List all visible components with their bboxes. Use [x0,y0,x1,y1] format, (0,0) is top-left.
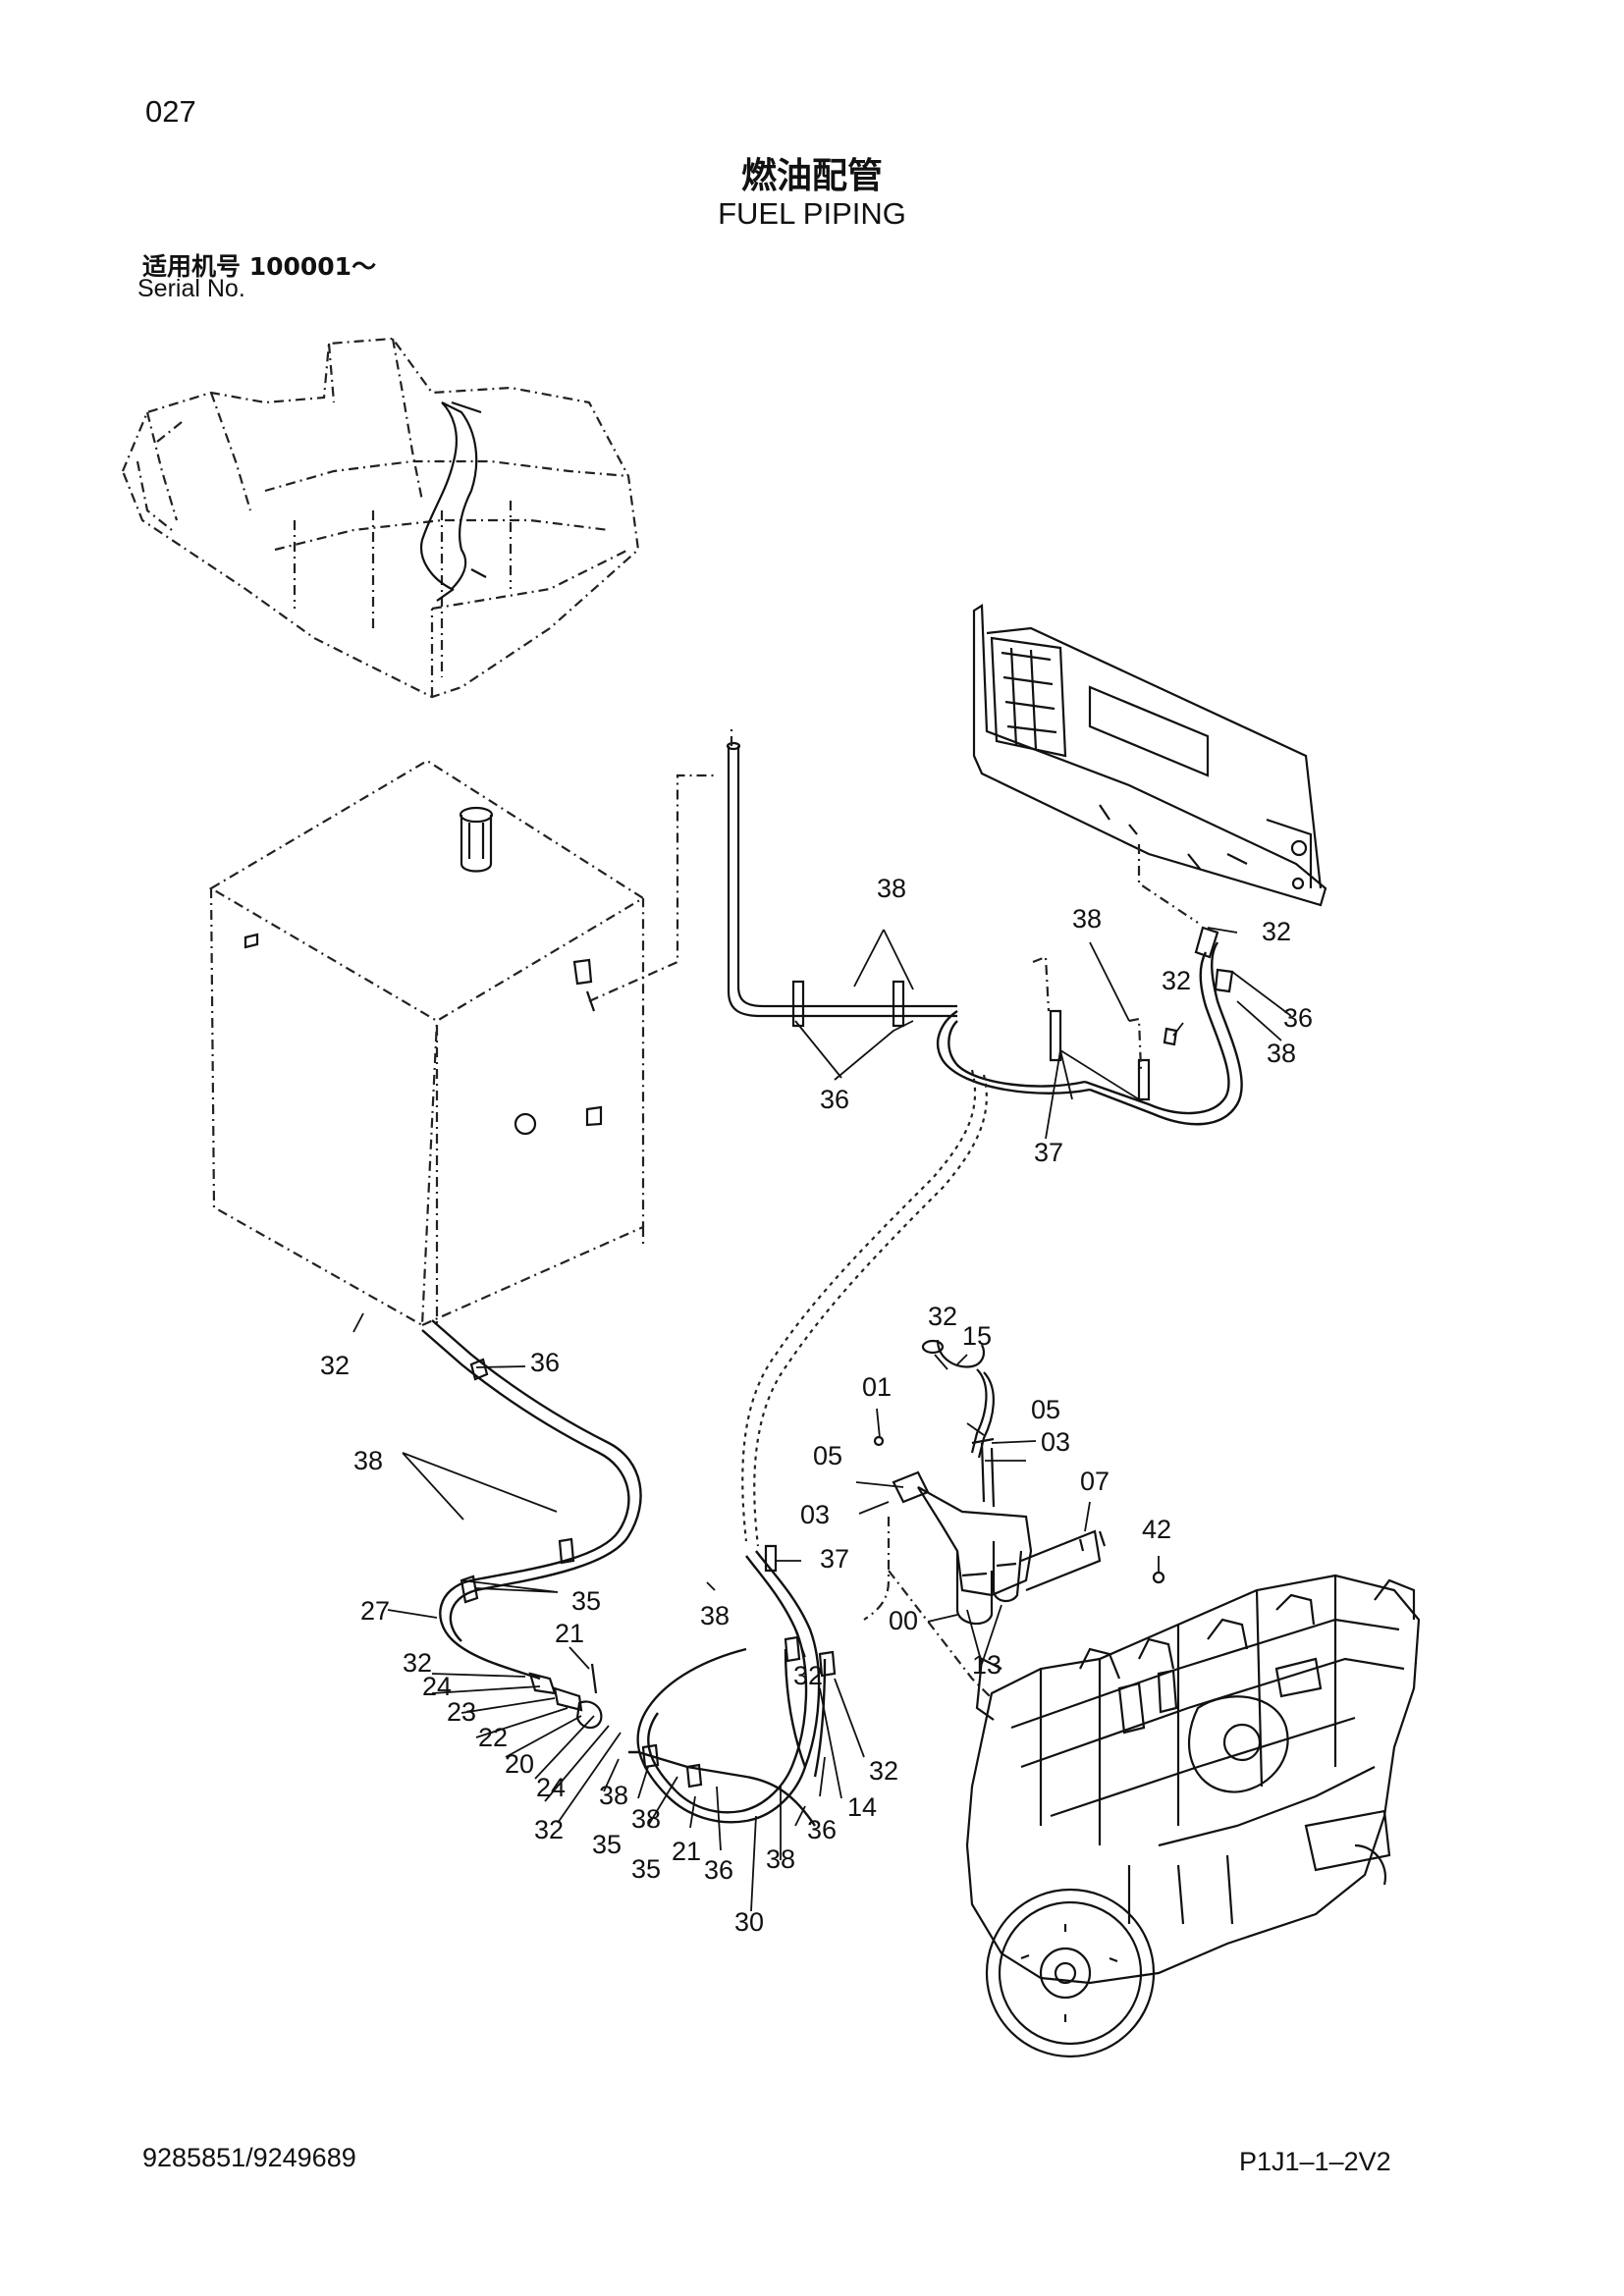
excavator-overview-illustration [121,337,640,699]
callout-32: 32 [1162,966,1191,995]
callout-01: 01 [862,1372,892,1402]
callout-38: 38 [599,1781,628,1810]
lower-center-fuel-lines [628,1517,993,1827]
fuel-tank-illustration [208,759,717,1327]
callout-38: 38 [700,1601,730,1630]
callout-14: 14 [847,1792,877,1822]
callout-15: 15 [962,1321,992,1351]
callout-32: 32 [320,1351,350,1380]
callout-36: 36 [1283,1003,1313,1033]
callout-35: 35 [592,1830,622,1859]
callout-21: 21 [672,1837,701,1866]
callout-38: 38 [1072,904,1102,934]
callout-35: 35 [631,1854,661,1884]
callout-00: 00 [889,1606,918,1635]
callout-24: 24 [422,1672,452,1701]
page-title-chinese: 燃油配管 [740,156,883,196]
callout-42: 42 [1142,1515,1171,1544]
callout-38: 38 [766,1844,795,1874]
callout-38: 38 [353,1446,383,1475]
callout-38: 38 [877,874,906,903]
callout-13: 13 [972,1650,1001,1680]
callout-38: 38 [631,1804,661,1834]
callout-30: 30 [734,1907,764,1937]
fuel-filter-assembly-illustration [873,1339,1165,1626]
callout-37: 37 [820,1544,849,1574]
callout-22: 22 [478,1723,508,1752]
callout-03: 03 [1041,1427,1070,1457]
callout-37: 37 [1034,1138,1063,1167]
callout-20: 20 [505,1749,534,1779]
long-dotted-fuel-line [741,1069,988,1547]
callout-36: 36 [807,1815,837,1844]
callout-labels: 32 36 38 35 27 32 24 23 22 20 24 32 21 3… [320,874,1313,1937]
callout-32: 32 [403,1648,432,1678]
callout-05: 05 [813,1441,842,1470]
lower-left-fuel-lines [421,1319,642,1730]
engine-illustration [965,1574,1421,2058]
callout-35: 35 [571,1586,601,1616]
page-code: P1J1–1–2V2 [1239,2147,1391,2176]
page-title-english: FUEL PIPING [718,196,906,231]
serial-range-chinese: 适用机号 100001～ [142,252,377,281]
document-code: 9285851/9249689 [142,2143,356,2172]
callout-24: 24 [536,1773,566,1802]
callout-32: 32 [1262,917,1291,946]
callout-21: 21 [555,1619,584,1648]
ecu-bracket-panel-illustration [972,604,1327,907]
page-number: 027 [145,94,196,129]
callout-07: 07 [1080,1467,1110,1496]
serial-label-english: Serial No. [137,275,245,302]
callout-27: 27 [360,1596,390,1626]
callout-03: 03 [800,1500,830,1529]
upper-fuel-lines [726,726,1243,1126]
callout-32: 32 [869,1756,898,1786]
callout-36: 36 [820,1085,849,1114]
callout-36: 36 [704,1855,733,1885]
callout-32: 32 [534,1815,564,1844]
callout-32: 32 [928,1302,957,1331]
callout-05: 05 [1031,1395,1060,1424]
callout-leader-lines [352,927,1292,1912]
callout-32: 32 [793,1661,823,1690]
callout-23: 23 [447,1697,476,1727]
callout-38: 38 [1267,1039,1296,1068]
callout-36: 36 [530,1348,560,1377]
